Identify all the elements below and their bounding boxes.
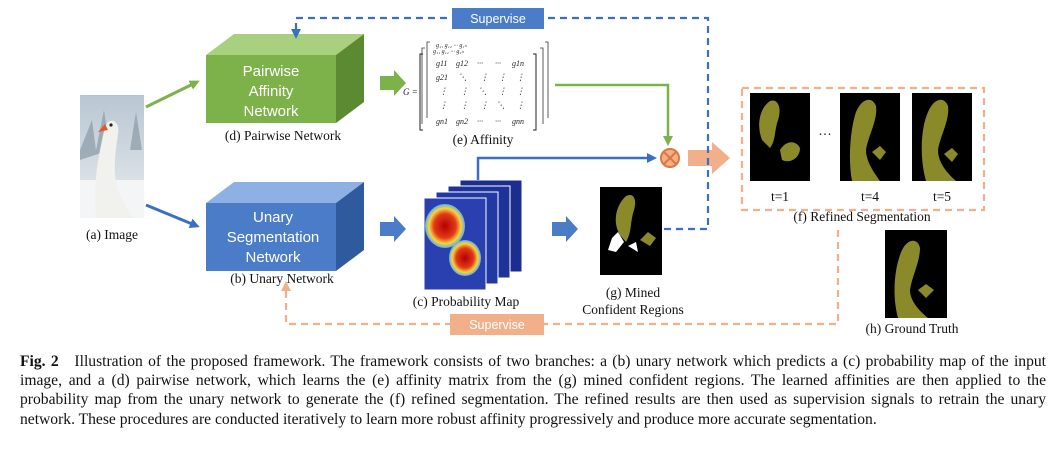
pairwise-box-line3: Network	[243, 103, 299, 120]
block-arrow-unary-to-probmap	[380, 216, 406, 242]
step-t4: t=4	[861, 189, 879, 204]
matrix-r2c4: ⋮	[498, 72, 507, 82]
ground-truth-mask	[885, 230, 947, 318]
matrix-r1c2: g12	[456, 59, 468, 68]
matrix-r1c4: ···	[495, 59, 501, 68]
matrix-r2c5: ⋮	[516, 72, 525, 82]
matrix-r4c5: ⋮	[516, 100, 525, 110]
framework-diagram: (a) Image Pairwise Affinity Network (d) …	[80, 8, 986, 336]
label-pairwise-network: (d) Pairwise Network	[225, 128, 341, 143]
mined-confident-regions	[600, 187, 662, 275]
matrix-r5c1: gn1	[436, 117, 448, 126]
block-arrow-pairwise-to-affinity	[380, 70, 406, 96]
supervise-bottom-label: Supervise	[469, 318, 525, 332]
label-mined-line1: (g) Mined	[606, 285, 661, 300]
label-image: (a) Image	[86, 227, 138, 242]
matrix-r4c3: ⋮	[480, 100, 489, 110]
figure-caption: Fig. 2 Illustration of the proposed fram…	[20, 352, 1046, 429]
supervise-top-path	[291, 16, 710, 231]
arrow-probmap-to-operator	[476, 153, 657, 180]
label-refined-segmentation: (f) Refined Segmentation	[793, 209, 930, 224]
supervise-top-badge	[452, 8, 544, 29]
matrix-r2c2: ⋱	[458, 72, 467, 82]
supervise-bottom-badge	[450, 314, 544, 335]
pairwise-box-line2: Affinity	[249, 83, 294, 100]
arrow-image-to-pairwise	[145, 80, 200, 109]
matrix-r5c4: ···	[495, 117, 501, 126]
input-image	[80, 95, 144, 218]
block-arrow-probmap-to-mined	[552, 216, 578, 242]
matrix-r3c3: ⋱	[478, 86, 487, 96]
unary-box-line1: Unary	[253, 209, 294, 226]
matrix-r3c1: ⋮	[439, 86, 448, 96]
arrow-image-to-unary	[145, 203, 200, 228]
refined-mask-t4	[840, 93, 900, 181]
supervise-top-label: Supervise	[470, 12, 526, 26]
matrix-r4c1: ⋮	[439, 100, 448, 110]
matrix-lhs: G =	[403, 87, 418, 97]
matrix-r2c1: g21	[436, 73, 448, 82]
matrix-r4c2: ⋮	[460, 100, 469, 110]
step-t5: t=5	[933, 189, 951, 204]
matrix-r3c2: ⋮	[460, 86, 469, 96]
label-mined-line2: Confident Regions	[582, 302, 684, 317]
unary-network-box	[206, 182, 364, 271]
label-ground-truth: (h) Ground Truth	[865, 321, 958, 336]
svg-text:g₁₁ g₁₂ ··· g₁ₙ: g₁₁ g₁₂ ··· g₁ₙ	[436, 43, 467, 49]
caption-lead: Fig. 2	[20, 353, 59, 370]
refined-mask-t5	[912, 93, 972, 181]
svg-text:g₁₁ g₁₂ ··· g₁ₙ: g₁₁ g₁₂ ··· g₁ₙ	[433, 49, 464, 55]
multiply-operator-icon	[660, 148, 680, 168]
probability-map	[423, 179, 523, 291]
pairwise-network-box	[206, 34, 364, 123]
matrix-r3c5: ⋮	[516, 86, 525, 96]
matrix-r1c1: g11	[436, 59, 447, 68]
matrix-r2c3: ⋮	[480, 72, 489, 82]
arrow-affinity-to-operator	[555, 83, 673, 146]
matrix-r5c3: ···	[477, 117, 483, 126]
supervise-bottom-path	[281, 230, 840, 326]
affinity-matrix: g₁₁ g₁₂ ··· g₁ₙ g₁₁ g₁₂ ··· g₁ₙ	[419, 41, 549, 131]
label-unary-network: (b) Unary Network	[230, 271, 334, 286]
unary-box-line3: Network	[245, 249, 301, 266]
pairwise-box-line1: Pairwise	[243, 63, 300, 80]
refined-mask-t1	[750, 93, 810, 181]
label-affinity: (e) Affinity	[453, 132, 514, 147]
matrix-r5c5: gnn	[512, 117, 524, 126]
refined-segmentation-frame	[740, 86, 986, 212]
step-dots: ···	[818, 127, 832, 142]
matrix-r4c4: ⋱	[496, 100, 505, 110]
matrix-r3c4: ⋮	[498, 86, 507, 96]
caption-text: Illustration of the proposed framework. …	[20, 353, 1047, 428]
matrix-r5c2: gn2	[456, 117, 468, 126]
matrix-r1c3: ···	[477, 59, 483, 68]
matrix-r1c5: g1n	[512, 59, 524, 68]
unary-box-line2: Segmentation	[227, 229, 320, 246]
step-t1: t=1	[771, 189, 789, 204]
label-probability-map: (c) Probability Map	[413, 294, 520, 309]
